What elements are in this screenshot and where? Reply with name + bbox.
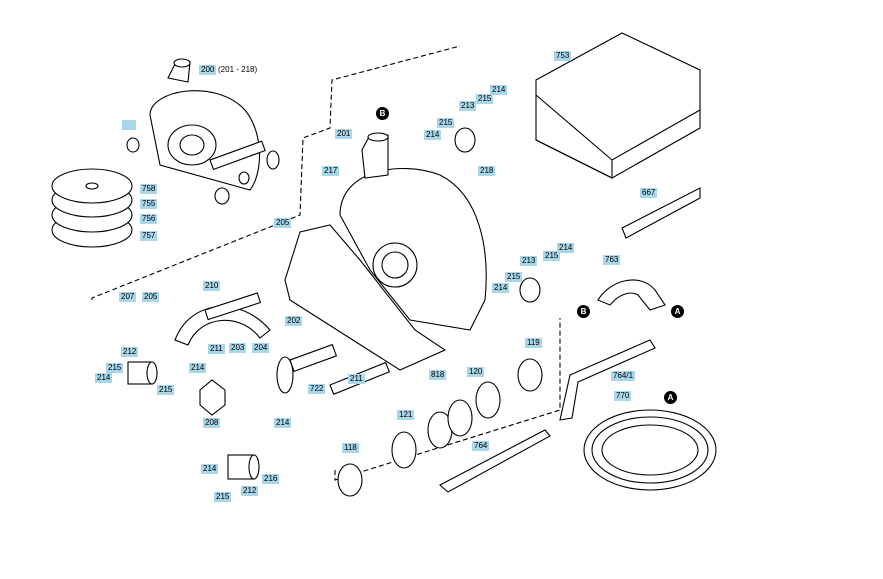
knob-208 (199, 379, 226, 416)
label-205b: 205 (142, 292, 160, 302)
bearing-213b (519, 277, 541, 303)
wrench-764 (439, 429, 551, 493)
label-214g: 214 (557, 243, 575, 253)
saw-blades (51, 168, 133, 248)
label-757: 757 (140, 231, 158, 241)
label-217: 217 (322, 166, 340, 176)
main-guard-201 (284, 132, 487, 371)
label-214e: 214 (274, 418, 292, 428)
label-211b: 211 (348, 374, 365, 384)
label-210: 210 (203, 281, 221, 291)
guard-assembly-200 (126, 58, 280, 205)
label-7641: 764/1 (611, 371, 636, 381)
label-215b: 215 (476, 94, 494, 104)
label-214h: 214 (492, 283, 510, 293)
label-764: 764 (472, 441, 490, 451)
label-755: 755 (140, 199, 158, 209)
label-770: 770 (614, 391, 632, 401)
label-753: 753 (554, 51, 572, 61)
label-212b: 212 (241, 486, 259, 496)
label-756: 756 (140, 214, 158, 224)
label-818: 818 (429, 370, 447, 380)
label-208: 208 (203, 418, 221, 428)
wrench-764-1 (559, 339, 656, 421)
label-213a: 213 (459, 101, 477, 111)
label-211a: 211 (208, 344, 225, 354)
toolbox-753 (535, 32, 701, 179)
blank-label-box (122, 120, 136, 130)
elbow-763 (597, 279, 666, 311)
flange-119 (517, 358, 543, 392)
marker-b-elbow: B (577, 305, 590, 318)
label-763: 763 (603, 255, 621, 265)
label-218: 218 (478, 166, 496, 176)
spindle-722 (289, 343, 338, 372)
assembly-boundary-lower (334, 318, 561, 481)
label-214a: 214 (424, 130, 442, 140)
assembly-boundary (91, 45, 461, 300)
label-204: 204 (252, 343, 270, 353)
label-214c: 214 (95, 373, 113, 383)
label-200: 200 (199, 65, 217, 75)
label-200-range: (201 - 218) (218, 65, 258, 74)
marker-a-elbow: A (671, 305, 684, 318)
label-214f: 214 (201, 464, 219, 474)
label-121: 121 (397, 410, 415, 420)
label-213b: 213 (520, 256, 538, 266)
hose-770 (583, 409, 717, 491)
label-722: 722 (308, 384, 326, 394)
label-118: 118 (342, 443, 359, 453)
spacer-stack (391, 381, 501, 469)
label-667: 667 (640, 188, 658, 198)
marker-a-hose: A (664, 391, 677, 404)
label-119: 119 (525, 338, 542, 348)
label-207: 207 (119, 292, 137, 302)
label-216: 216 (262, 474, 280, 484)
label-201: 201 (335, 129, 353, 139)
label-215d: 215 (157, 385, 175, 395)
bearing-213 (454, 127, 476, 153)
marker-b-top: B (376, 107, 389, 120)
label-202: 202 (285, 316, 303, 326)
shaft-211b (204, 292, 262, 321)
label-214b: 214 (490, 85, 508, 95)
flange-118 (337, 463, 363, 497)
label-205a: 205 (274, 218, 292, 228)
label-120: 120 (467, 367, 485, 377)
label-215e: 215 (214, 492, 232, 502)
label-212a: 212 (121, 347, 139, 357)
label-215g: 215 (505, 272, 523, 282)
label-758: 758 (140, 184, 158, 194)
label-214d: 214 (189, 363, 207, 373)
label-215f: 215 (543, 251, 561, 261)
label-203: 203 (229, 343, 247, 353)
plate-667 (621, 187, 701, 239)
label-215c: 215 (106, 363, 124, 373)
arm-210 (174, 306, 271, 346)
label-215a: 215 (437, 118, 455, 128)
